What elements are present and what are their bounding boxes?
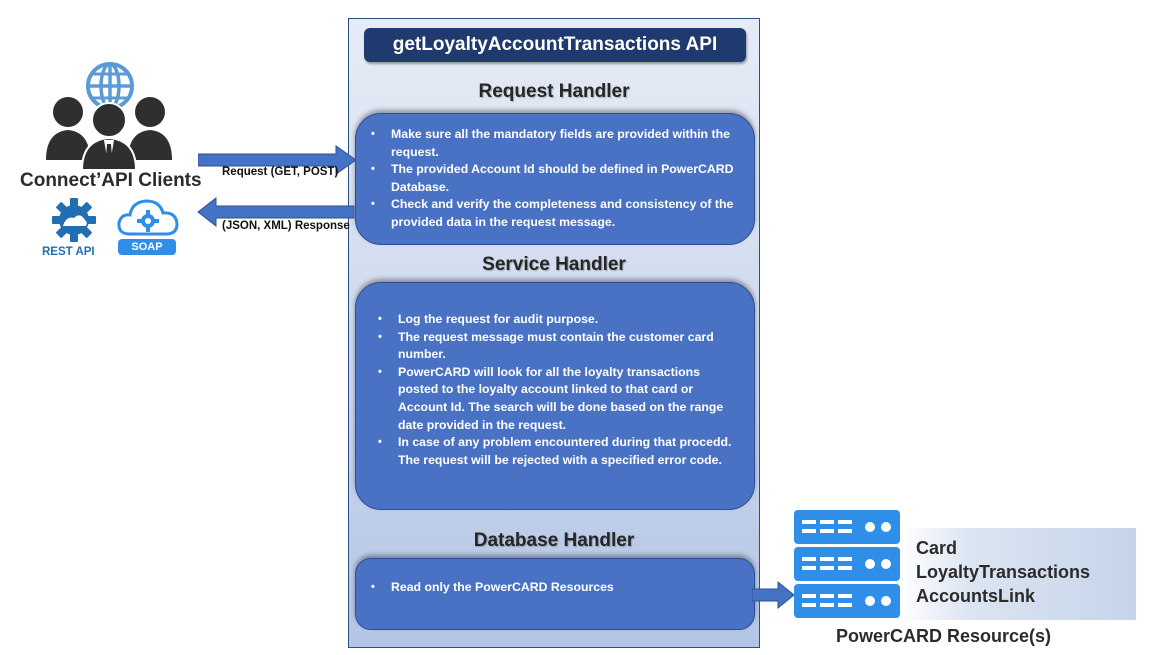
database-handler-title: Database Handler (473, 530, 635, 551)
database-handler-list: Read only the PowerCARD Resources (356, 579, 734, 597)
list-item: Check and verify the completeness and co… (371, 196, 734, 231)
resources-caption: PowerCARD Resource(s) (836, 626, 1052, 646)
list-item: Read only the PowerCARD Resources (371, 579, 734, 597)
resources-panel (900, 528, 1136, 620)
list-item: In case of any problem encountered durin… (378, 434, 734, 469)
service-handler-title: Service Handler (482, 254, 626, 275)
request-label: Request (GET, POST) (222, 166, 339, 178)
database-arrow (752, 580, 795, 610)
soap-label: SOAP (118, 239, 176, 255)
resources-list: Card LoyaltyTransactions AccountsLink (916, 536, 1090, 608)
resource-item: LoyaltyTransactions (916, 562, 1091, 582)
list-item: Make sure all the mandatory fields are p… (371, 126, 734, 161)
resource-item: AccountsLink (916, 586, 1036, 606)
people-icon (46, 97, 172, 171)
globe-icon (86, 62, 134, 110)
database-handler-box: Read only the PowerCARD Resources (355, 558, 755, 630)
response-arrow (197, 196, 355, 228)
api-title: getLoyaltyAccountTransactions API (364, 28, 746, 62)
clients-label: Connect’API Clients (20, 170, 202, 191)
rest-api-gear-icon (52, 198, 96, 242)
list-item: The request message must contain the cus… (378, 329, 734, 364)
request-handler-box: Make sure all the mandatory fields are p… (355, 113, 755, 245)
service-handler-box: Log the request for audit purpose. The r… (355, 282, 755, 510)
server-stack-icon (794, 510, 900, 618)
api-clients-icon (46, 62, 172, 171)
soap-cloud-icon (117, 199, 179, 236)
request-handler-title: Request Handler (478, 81, 630, 102)
service-handler-list: Log the request for audit purpose. The r… (356, 311, 734, 469)
rest-api-label: REST API (42, 246, 95, 258)
resource-item: Card (916, 538, 958, 558)
list-item: Log the request for audit purpose. (378, 311, 734, 329)
list-item: PowerCARD will look for all the loyalty … (378, 364, 734, 434)
request-arrow (198, 145, 357, 175)
request-handler-list: Make sure all the mandatory fields are p… (356, 126, 734, 232)
response-label: (JSON, XML) Response (222, 220, 350, 232)
list-item: The provided Account Id should be define… (371, 161, 734, 196)
